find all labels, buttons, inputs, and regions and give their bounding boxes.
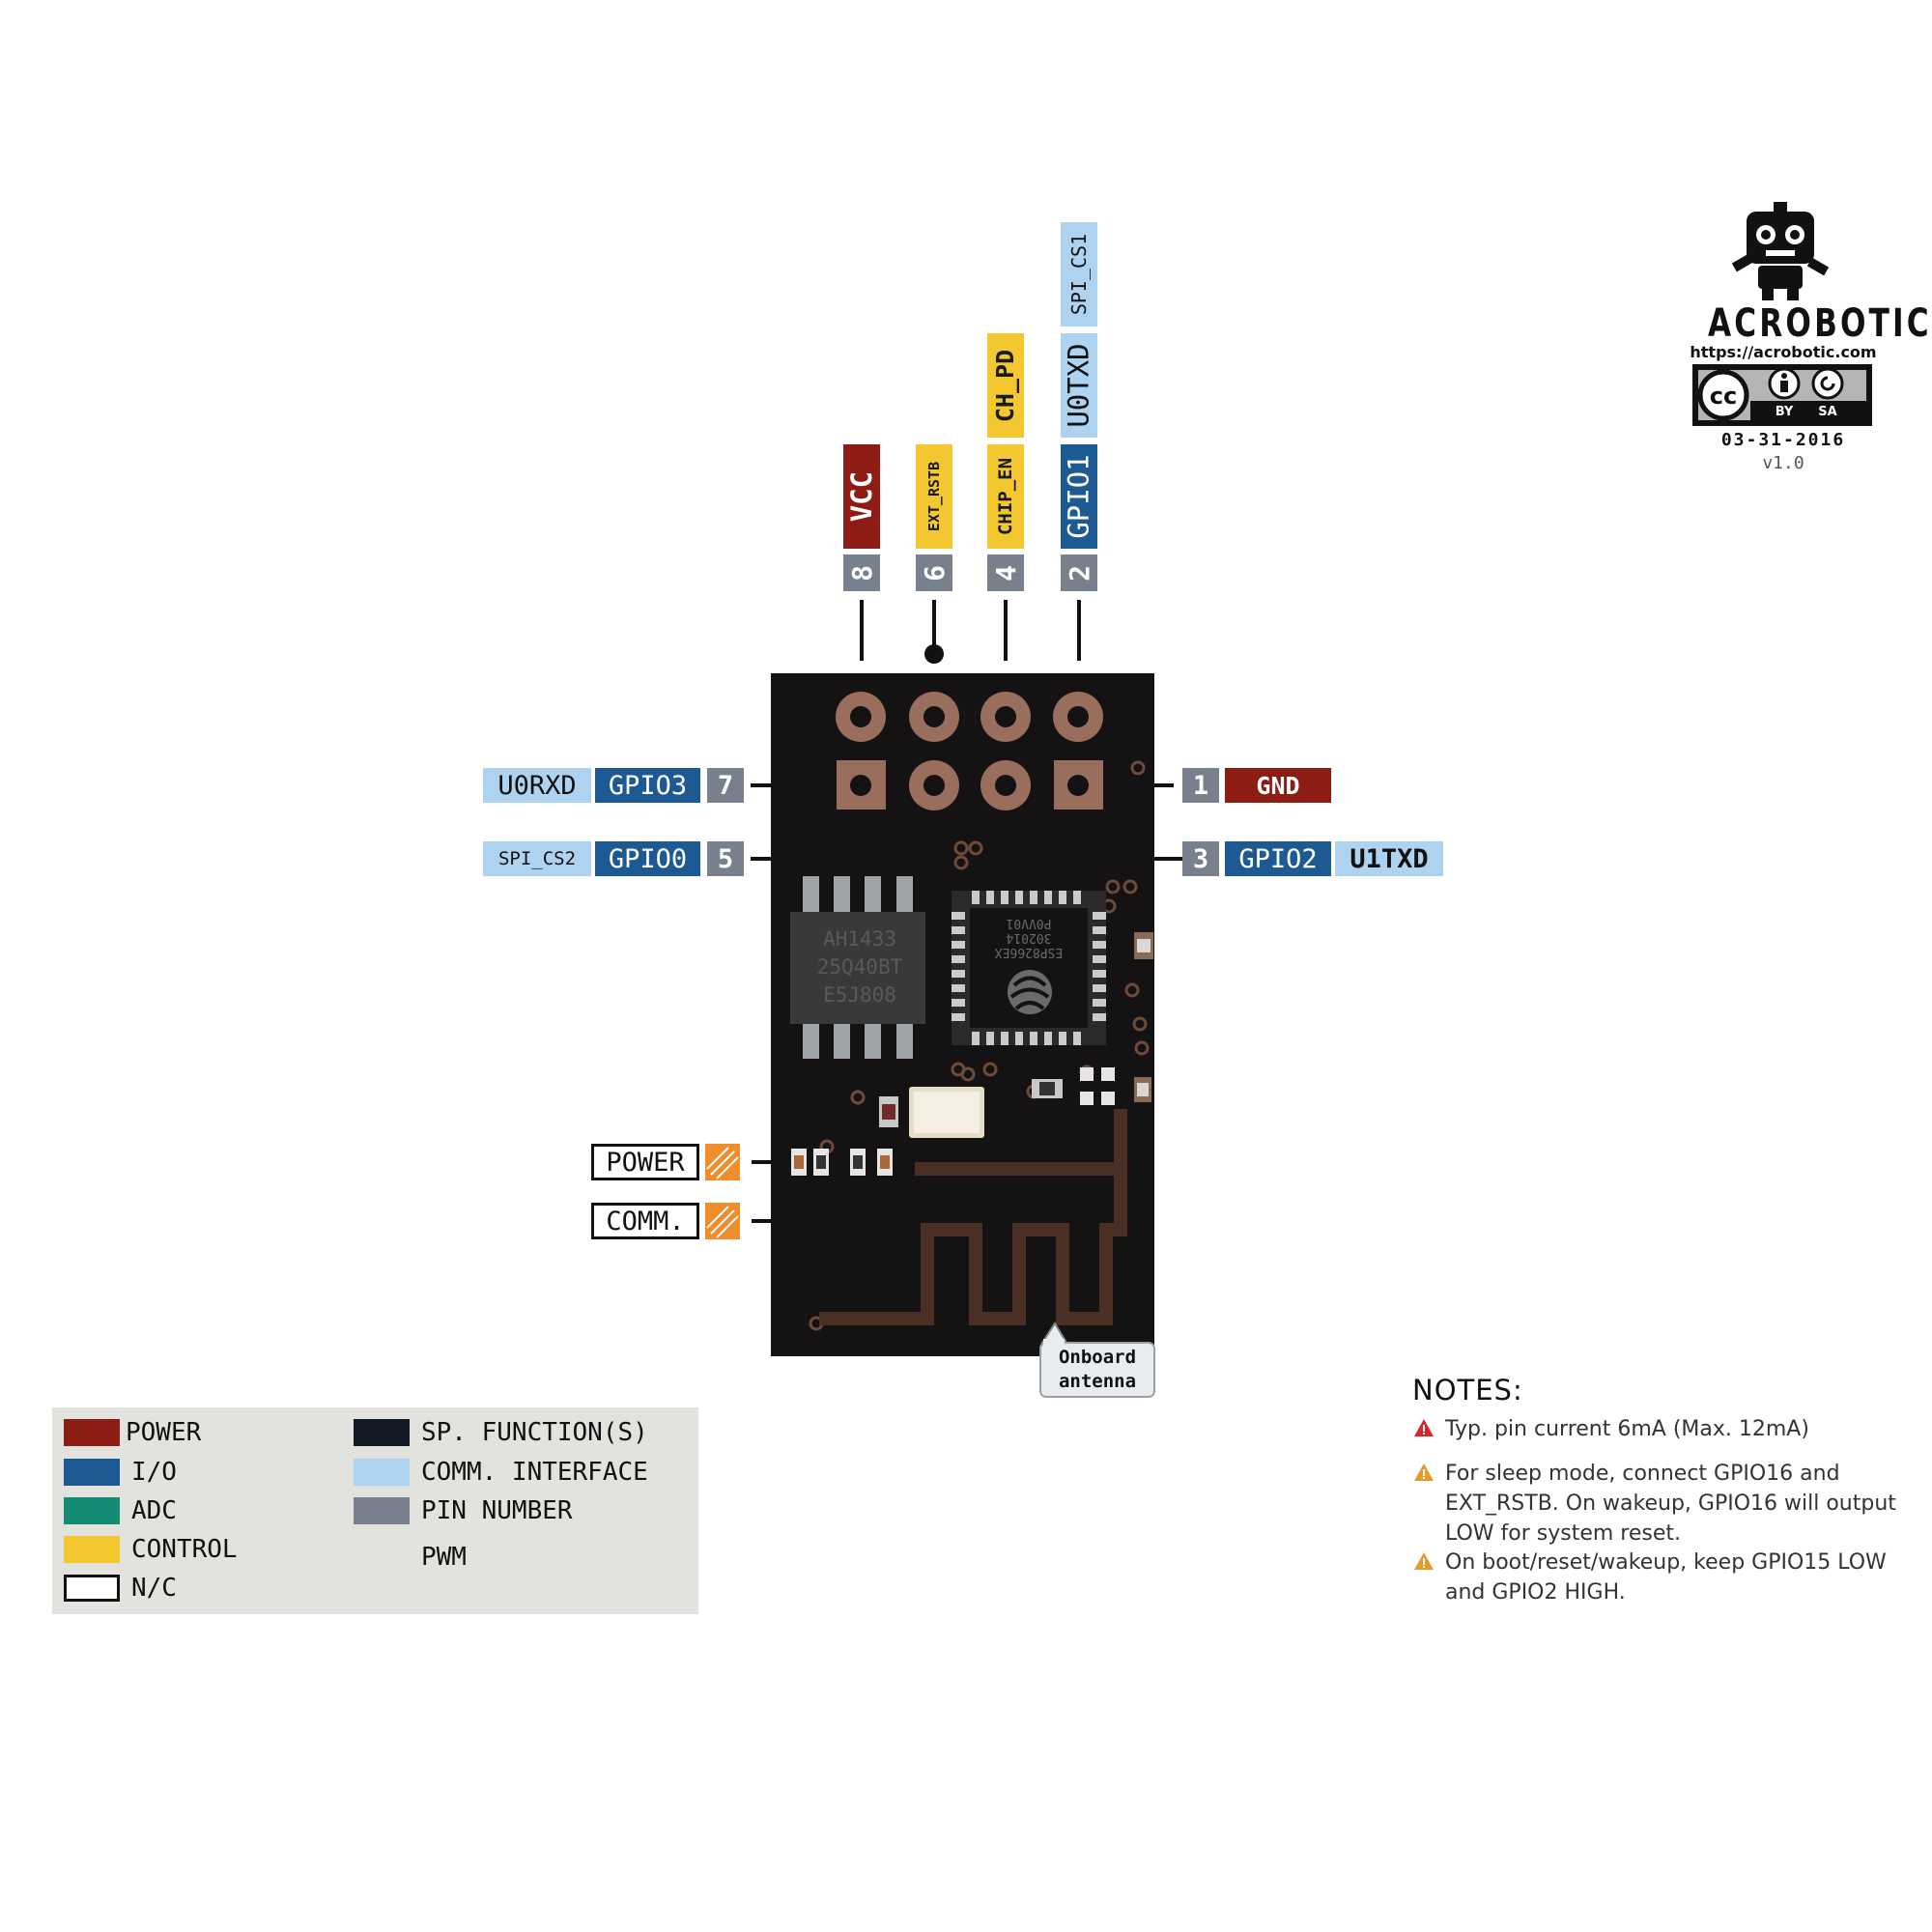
power-led-label: POWER <box>591 1144 699 1180</box>
led-hatch-lines <box>706 1147 739 1238</box>
vias <box>809 760 1150 1331</box>
warning-icon <box>1414 1463 1434 1481</box>
pin-number-3: 3 <box>1182 841 1219 876</box>
legend-label-pin-number: PIN NUMBER <box>421 1496 573 1525</box>
pin3-u1txd-label: U1TXD <box>1335 841 1443 876</box>
antenna-trace <box>819 1109 1127 1325</box>
legend-label-adc: ADC <box>131 1496 177 1525</box>
warning-icon <box>1414 1552 1434 1570</box>
esp8266-chip <box>952 891 1106 1045</box>
pin4-ch-pd-label: CH_PD <box>987 333 1024 438</box>
license-by: BY <box>1775 405 1794 419</box>
revision-version: v1.0 <box>1762 453 1804 473</box>
pin-number-1: 1 <box>1182 768 1219 803</box>
legend-label-control: CONTROL <box>131 1535 238 1564</box>
pin-number-2: 2 <box>1061 554 1097 591</box>
pin2-spi-cs1-label: SPI_CS1 <box>1061 222 1097 327</box>
legend-label-pwm: PWM <box>421 1543 467 1572</box>
pin6-dot <box>924 644 944 664</box>
brand-url: https://acrobotic.com <box>1690 343 1877 361</box>
pin2-u0txd-label: U0TXD <box>1061 333 1097 438</box>
revision-date: 03-31-2016 <box>1720 430 1846 450</box>
pin-number-4: 4 <box>987 554 1024 591</box>
legend-swatch-power <box>64 1419 120 1446</box>
pin-number-8: 8 <box>843 554 880 591</box>
legend-label-io: I/O <box>131 1458 177 1487</box>
pin7-u0rxd-label: U0RXD <box>483 768 591 803</box>
robot-logo-icon <box>1731 202 1830 300</box>
legend-swatch-io <box>64 1459 120 1486</box>
legend-label-comm-interface: COMM. INTERFACE <box>421 1458 648 1487</box>
license-sa: SA <box>1818 405 1837 419</box>
danger-icon <box>1414 1419 1434 1436</box>
pin8-vcc-label: VCC <box>843 444 880 549</box>
note-1: Typ. pin current 6mA (Max. 12mA) <box>1445 1417 1809 1441</box>
legend: POWER I/O ADC CONTROL N/C SP. FUNCTION(S… <box>52 1407 698 1614</box>
legend-swatch-nc <box>64 1575 120 1602</box>
brand-name: ACROBOTIC <box>1708 301 1932 346</box>
pin1-gnd-label: GND <box>1225 768 1331 803</box>
notes-title: NOTES: <box>1412 1374 1523 1406</box>
pin-number-5: 5 <box>707 841 744 876</box>
pin5-gpio0-label: GPIO0 <box>595 841 700 876</box>
pin-number-6: 6 <box>916 554 952 591</box>
smd-components <box>791 932 1153 1176</box>
pin4-chip-en-label: CHIP_EN <box>987 444 1024 549</box>
legend-label-nc: N/C <box>131 1574 177 1603</box>
pin7-gpio3-label: GPIO3 <box>595 768 700 803</box>
antenna-callout <box>1039 1321 1155 1398</box>
legend-swatch-pin-number <box>354 1497 410 1524</box>
pin-number-7: 7 <box>707 768 744 803</box>
header-pins <box>836 692 1103 810</box>
legend-label-sp-function: SP. FUNCTION(S) <box>421 1418 648 1447</box>
legend-swatch-comm-interface <box>354 1459 410 1486</box>
svg-text:cc: cc <box>1710 383 1737 410</box>
comm-led-label: COMM. <box>591 1203 699 1239</box>
note-2: For sleep mode, connect GPIO16 and EXT_R… <box>1445 1462 1896 1546</box>
legend-swatch-sp-function <box>354 1419 410 1446</box>
pin3-gpio2-label: GPIO2 <box>1225 841 1331 876</box>
note-3: On boot/reset/wakeup, keep GPIO15 LOW an… <box>1445 1550 1887 1605</box>
legend-label-power: POWER <box>126 1418 202 1447</box>
flash-chip <box>790 876 925 1059</box>
legend-swatch-control <box>64 1536 120 1563</box>
pin6-ext-rstb-label: EXT_RSTB <box>916 444 952 549</box>
cc-license-badge: cc <box>1692 364 1872 426</box>
pin2-gpio1-label: GPIO1 <box>1061 444 1097 549</box>
legend-swatch-adc <box>64 1497 120 1524</box>
pin5-spi-cs2-label: SPI_CS2 <box>483 841 591 876</box>
